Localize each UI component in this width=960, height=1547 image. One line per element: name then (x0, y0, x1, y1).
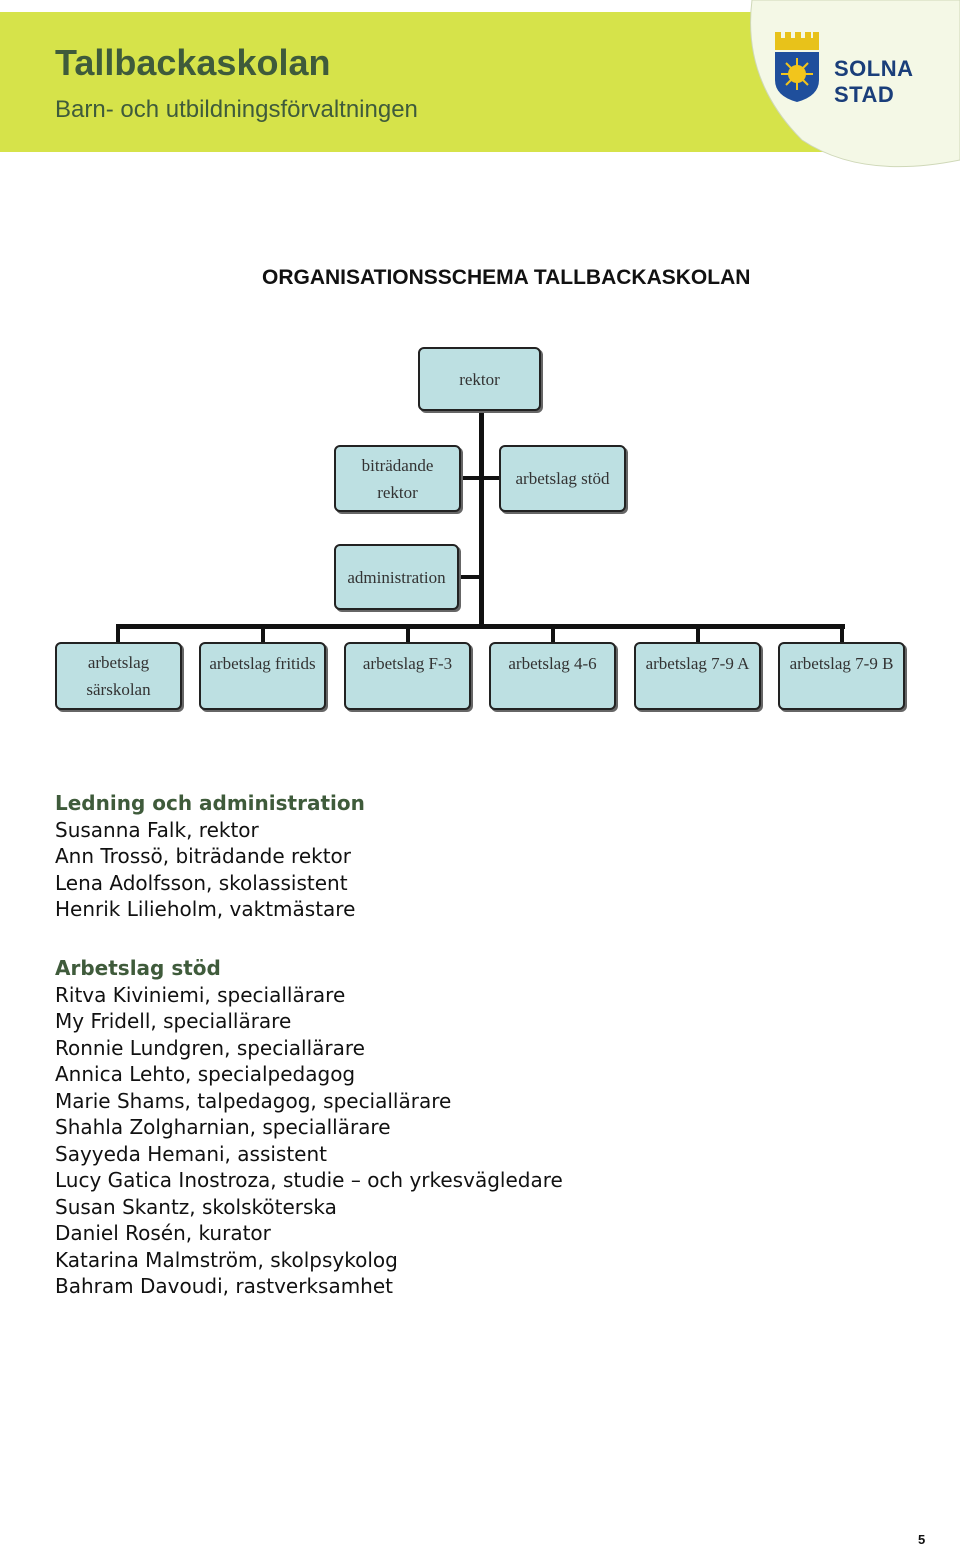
connector-line (116, 624, 845, 629)
org-box-administration: administration (334, 544, 459, 610)
document-title: ORGANISATIONSSCHEMA TALLBACKASKOLAN (262, 266, 751, 289)
section-ledning: Ledning och administration Susanna Falk,… (55, 790, 365, 923)
person-entry: Ritva Kiviniemi, speciallärare (55, 982, 346, 1007)
org-chart: rektor biträdande rektor arbetslag stöd … (0, 330, 960, 730)
section-heading: Ledning och administration (55, 791, 365, 815)
person-entry: Lena Adolfsson, skolassistent (55, 870, 348, 895)
org-box-label: arbetslag 7-9 B (789, 654, 894, 673)
connector-line (456, 575, 481, 579)
org-box-label: biträdande rektor (361, 455, 434, 502)
org-box-label: arbetslag 7-9 A (645, 654, 750, 673)
person-entry: Marie Shams, talpedagog, speciallärare (55, 1088, 452, 1113)
connector-line (479, 410, 484, 625)
person-entry: Bahram Davoudi, rastverksamhet (55, 1274, 394, 1298)
org-box-team: arbetslag särskolan (55, 642, 182, 710)
school-subtitle: Barn- och utbildningsförvaltningen (55, 96, 418, 123)
org-box-label: arbetslag 4-6 (508, 654, 597, 673)
connector-line (840, 624, 844, 642)
person-entry: Susanna Falk, rektor (55, 817, 259, 842)
org-box-label: rektor (459, 369, 500, 389)
crown-icon (775, 32, 819, 50)
org-box-rektor: rektor (418, 347, 541, 411)
person-entry: Ann Trossö, biträdande rektor (55, 844, 352, 868)
org-box-label: arbetslag särskolan (86, 653, 151, 699)
org-box-team: arbetslag F-3 (344, 642, 471, 710)
person-entry: Daniel Rosén, kurator (55, 1221, 271, 1245)
connector-line (116, 624, 120, 642)
person-entry: Henrik Lilieholm, vaktmästare (55, 897, 356, 921)
shield-icon (775, 52, 819, 102)
org-box-bitradande-rektor: biträdande rektor (334, 445, 461, 512)
person-entry: Ronnie Lundgren, speciallärare (55, 1035, 365, 1060)
person-entry: Katarina Malmström, skolpsykolog (55, 1247, 398, 1272)
section-arbetslag-stod: Arbetslag stöd Ritva Kiviniemi, speciall… (55, 955, 563, 1300)
org-box-team: arbetslag fritids (199, 642, 326, 710)
org-box-label: arbetslag stöd (515, 469, 610, 488)
org-box-arbetslag-stod: arbetslag stöd (499, 445, 626, 512)
org-box-label: arbetslag fritids (209, 654, 316, 673)
org-box-team: arbetslag 7-9 A (634, 642, 761, 710)
section-heading: Arbetslag stöd (55, 956, 221, 980)
org-box-label: arbetslag F-3 (362, 654, 453, 673)
connector-line (261, 624, 265, 642)
logo-graphic (750, 0, 960, 168)
connector-line (551, 624, 555, 642)
person-entry: Sayyeda Hemani, assistent (55, 1141, 328, 1166)
org-box-team: arbetslag 7-9 B (778, 642, 905, 710)
page-number: 5 (918, 1532, 926, 1547)
connector-line (461, 476, 499, 480)
connector-line (406, 624, 410, 642)
person-entry: Lucy Gatica Inostroza, studie – och yrke… (55, 1168, 563, 1192)
org-box-team: arbetslag 4-6 (489, 642, 616, 710)
connector-line (696, 624, 700, 642)
person-entry: My Fridell, speciallärare (55, 1009, 292, 1033)
school-title: Tallbackaskolan (55, 42, 331, 83)
solna-logo (742, 0, 960, 175)
person-entry: Shahla Zolgharnian, speciallärare (55, 1115, 391, 1139)
org-box-label: administration (347, 567, 446, 587)
logo-text: SOLNA STAD (834, 56, 913, 107)
person-entry: Susan Skantz, skolsköterska (55, 1194, 337, 1219)
person-entry: Annica Lehto, specialpedagog (55, 1062, 356, 1086)
